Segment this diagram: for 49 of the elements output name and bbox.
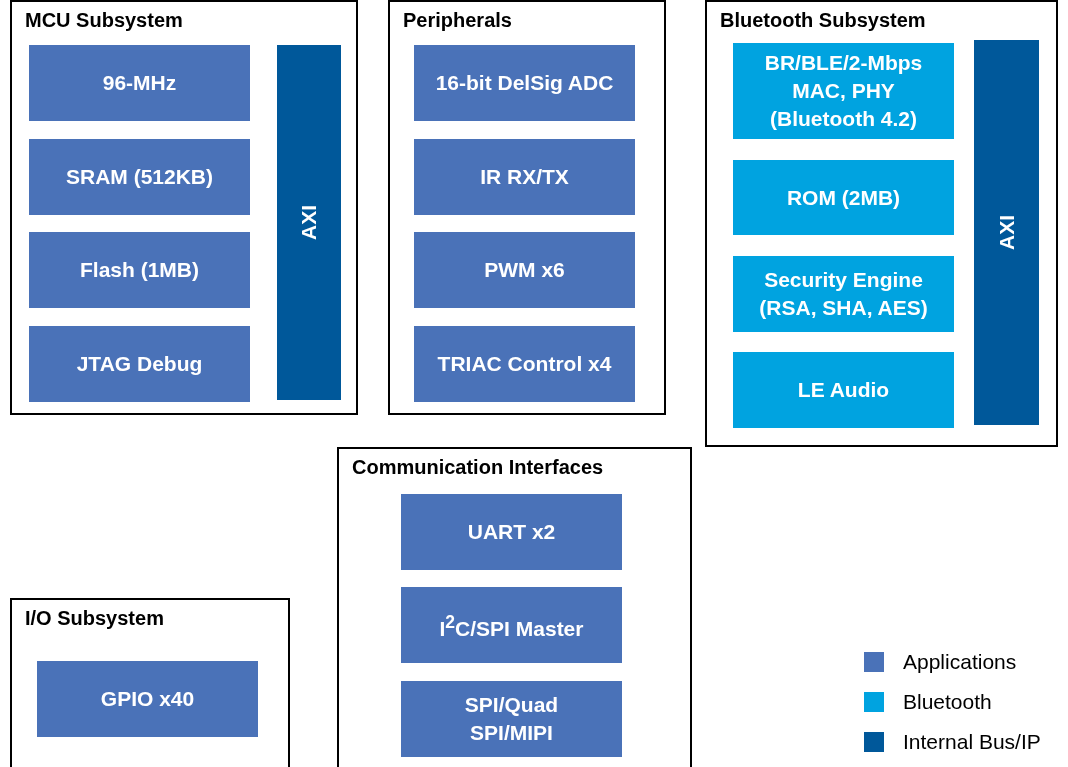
subsystem-panel — [10, 598, 290, 767]
function-block — [733, 160, 954, 235]
block-label: Flash (1MB) — [79, 257, 200, 283]
bus-bar — [277, 45, 341, 400]
subsystem-panel — [388, 0, 666, 415]
block-label: TRIAC Control x4 — [436, 351, 613, 377]
block-label: I$^{2}$C/SPI Master — [438, 610, 585, 642]
block-label: SPI/Quad SPI/MIPI — [463, 692, 560, 746]
function-block — [414, 139, 635, 215]
block-label: Security Engine (RSA, SHA, AES) — [758, 267, 929, 321]
panel-heading: I/O Subsystem — [25, 607, 164, 630]
function-block — [414, 232, 635, 308]
panel-heading: MCU Subsystem — [25, 9, 183, 32]
function-block — [401, 587, 622, 663]
function-block — [733, 256, 954, 332]
block-label: PWM x6 — [483, 257, 566, 283]
function-block — [401, 681, 622, 757]
function-block — [29, 139, 250, 215]
function-block — [29, 326, 250, 402]
function-block — [414, 326, 635, 402]
panel-heading: Peripherals — [403, 9, 512, 32]
subsystem-panel — [705, 0, 1058, 447]
panel-heading: Communication Interfaces — [352, 456, 604, 479]
legend-label: Bluetooth — [903, 690, 992, 714]
block-label: 16-bit DelSig ADC — [434, 70, 615, 96]
function-block — [733, 352, 954, 428]
legend-label: Applications — [903, 650, 1017, 674]
bus-label: AXI — [993, 215, 1019, 250]
function-block — [414, 45, 635, 121]
function-block — [29, 45, 250, 121]
function-block — [401, 494, 622, 570]
function-block — [733, 43, 954, 139]
block-label: SRAM (512KB) — [65, 164, 214, 190]
subsystem-panel — [337, 447, 692, 767]
block-label: JTAG Debug — [75, 351, 204, 377]
block-label: UART x2 — [466, 519, 557, 545]
block-label: BR/BLE/2-Mbps MAC, PHY (Bluetooth 4.2) — [763, 50, 924, 132]
block-label: ROM (2MB) — [785, 184, 902, 211]
block-label: IR RX/TX — [479, 164, 570, 190]
block-label: GPIO x40 — [99, 686, 196, 712]
bus-bar — [974, 40, 1039, 425]
panel-heading: Bluetooth Subsystem — [720, 9, 926, 32]
function-block — [37, 661, 258, 737]
bus-label: AXI — [296, 205, 321, 240]
block-label: LE Audio — [796, 377, 891, 403]
block-label: 96-MHz — [101, 70, 178, 96]
function-block — [29, 232, 250, 308]
subsystem-panel — [10, 0, 358, 415]
legend-label: Internal Bus/IP — [903, 730, 1041, 754]
